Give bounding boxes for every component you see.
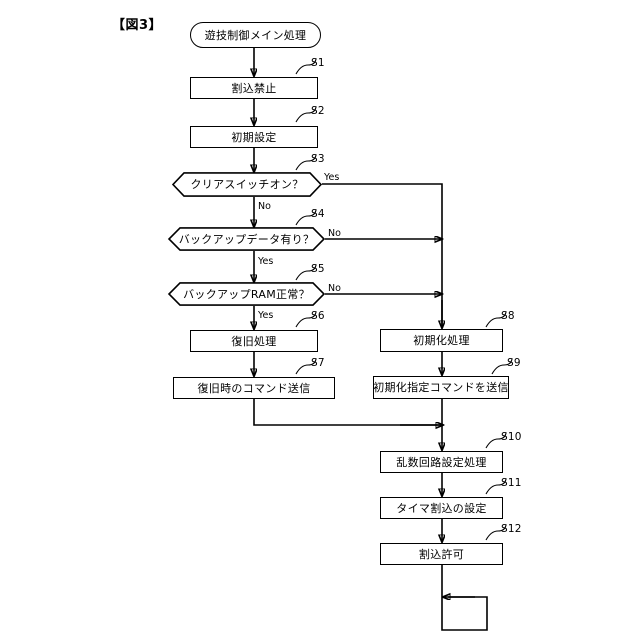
node-s5: バックアップRAM正常？ xyxy=(167,282,326,306)
node-s2: 初期設定 xyxy=(190,126,318,148)
step-tag-s8: S8 xyxy=(501,310,515,322)
node-start: 遊技制御メイン処理 xyxy=(190,22,321,48)
node-s8: 初期化処理 xyxy=(380,329,503,352)
step-tag-s5: S5 xyxy=(311,263,325,275)
node-s11: タイマ割込の設定 xyxy=(380,497,503,519)
branch-label-s4-yes: Yes xyxy=(258,256,274,267)
branch-label-s3-yes: Yes xyxy=(324,172,340,183)
node-s1-label: 割込禁止 xyxy=(231,81,277,95)
node-s2-label: 初期設定 xyxy=(231,130,277,144)
node-s7: 復旧時のコマンド送信 xyxy=(173,377,335,399)
node-s3-label: クリアスイッチオン？ xyxy=(190,178,304,191)
node-s4-label: バックアップデータ有り？ xyxy=(178,232,315,246)
branch-label-s5-no: No xyxy=(328,283,341,294)
node-s9: 初期化指定コマンドを送信 xyxy=(373,376,509,399)
figure-number: 【図3】 xyxy=(112,18,163,33)
step-tag-s11: S11 xyxy=(501,477,522,489)
node-s10: 乱数回路設定処理 xyxy=(380,451,503,473)
step-tag-s7: S7 xyxy=(311,357,325,369)
node-s6-label: 復旧処理 xyxy=(231,334,277,348)
node-start-label: 遊技制御メイン処理 xyxy=(204,28,307,42)
hexagon-shape-s5 xyxy=(167,282,326,306)
step-tag-s4: S4 xyxy=(311,208,325,220)
node-s1: 割込禁止 xyxy=(190,77,318,99)
step-tag-s3: S3 xyxy=(311,153,325,165)
node-s11-label: タイマ割込の設定 xyxy=(396,501,487,515)
node-s3: クリアスイッチオン？ xyxy=(171,172,323,197)
step-tag-s12: S12 xyxy=(501,523,522,535)
hexagon-shape-s3 xyxy=(171,172,323,197)
node-s9-label: 初期化指定コマンドを送信 xyxy=(373,381,509,394)
node-s6: 復旧処理 xyxy=(190,330,318,352)
node-s8-label: 初期化処理 xyxy=(413,334,470,347)
node-s12: 割込許可 xyxy=(380,543,503,565)
branch-label-s3-no: No xyxy=(258,201,271,212)
step-tag-s10: S10 xyxy=(501,431,522,443)
node-s4: バックアップデータ有り？ xyxy=(167,227,326,251)
step-tag-s1: S1 xyxy=(311,57,325,69)
step-tag-s2: S2 xyxy=(311,105,325,117)
step-tag-s6: S6 xyxy=(311,310,325,322)
node-s12-label: 割込許可 xyxy=(418,547,465,561)
step-tag-s9: S9 xyxy=(507,357,521,369)
hexagon-shape-s4 xyxy=(167,227,326,251)
node-s5-label: バックアップRAM正常？ xyxy=(183,287,310,301)
branch-label-s5-yes: Yes xyxy=(258,310,274,321)
branch-label-s4-no: No xyxy=(328,228,341,239)
node-s7-label: 復旧時のコマンド送信 xyxy=(197,381,311,395)
node-s10-label: 乱数回路設定処理 xyxy=(396,455,487,469)
